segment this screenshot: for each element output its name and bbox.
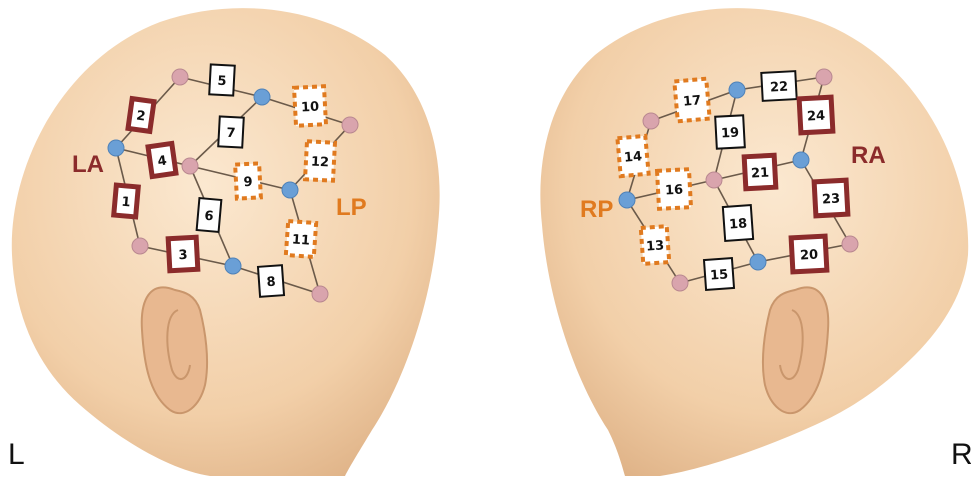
channel-box: 14 (617, 136, 648, 176)
channel-box: 4 (148, 143, 176, 176)
channel-number: 17 (682, 93, 701, 110)
channel-number: 1 (121, 195, 131, 211)
channel-box: 2 (128, 99, 154, 132)
channel-number: 14 (623, 149, 642, 166)
source-optode (342, 117, 358, 133)
detector-optode (282, 182, 298, 198)
detector-optode (729, 82, 745, 98)
detector-optode (225, 258, 241, 274)
channel-number: 12 (310, 155, 329, 171)
channel-box: 1 (114, 185, 139, 217)
source-optode (312, 286, 328, 302)
channel-number: 8 (266, 275, 276, 291)
channel-box: 12 (305, 141, 335, 180)
channel-number: 6 (204, 209, 214, 225)
source-optode (132, 238, 148, 254)
channel-box: 16 (657, 169, 691, 209)
right-hemisphere-marker: R (951, 438, 971, 472)
channel-box: 24 (799, 97, 833, 133)
channel-box: 3 (168, 237, 198, 270)
source-optode (643, 113, 659, 129)
channel-box: 17 (674, 79, 709, 122)
channel-number: 10 (301, 100, 320, 116)
source-optode (842, 236, 858, 252)
channel-number: 11 (291, 232, 310, 248)
detector-optode (793, 152, 809, 168)
channel-box: 21 (744, 155, 776, 189)
detector-optode (108, 140, 124, 156)
channel-number: 21 (751, 166, 770, 182)
source-optode (672, 275, 688, 291)
channel-box: 20 (791, 236, 827, 272)
source-optode (816, 69, 832, 85)
left-head: 1 2 3 4 5 (12, 8, 440, 476)
channel-number: 3 (178, 248, 188, 263)
region-label-la: LA (72, 151, 104, 178)
channel-box: 11 (286, 221, 316, 257)
left-hemisphere-marker: L (8, 438, 25, 472)
region-label-rp: RP (580, 196, 613, 223)
channel-box: 10 (294, 86, 326, 126)
channel-number: 9 (243, 175, 253, 190)
channel-box: 13 (641, 226, 669, 264)
channel-box: 7 (218, 116, 244, 147)
channel-box: 23 (814, 180, 848, 216)
detector-optode (619, 192, 635, 208)
channel-box: 9 (235, 163, 261, 198)
channel-number: 13 (646, 238, 665, 254)
channel-number: 23 (822, 192, 841, 208)
channel-box: 22 (761, 71, 796, 101)
channel-number: 16 (665, 183, 684, 199)
channel-box: 8 (258, 265, 284, 297)
channel-number: 18 (729, 216, 748, 232)
right-head-silhouette (540, 8, 968, 476)
channel-number: 19 (721, 126, 740, 142)
channel-number: 24 (807, 109, 826, 125)
channel-number: 20 (800, 248, 819, 264)
channel-box: 19 (715, 115, 745, 148)
source-optode (706, 172, 722, 188)
detector-optode (750, 254, 766, 270)
channel-box: 6 (197, 198, 222, 232)
detector-optode (254, 89, 270, 105)
source-optode (182, 158, 198, 174)
region-label-lp: LP (336, 194, 367, 221)
channel-number: 7 (226, 126, 236, 141)
channel-box: 15 (704, 258, 734, 290)
region-label-ra: RA (851, 142, 886, 169)
channel-number: 5 (217, 74, 227, 89)
channel-box: 5 (209, 64, 235, 95)
channel-number: 22 (770, 80, 789, 96)
channel-box: 18 (723, 205, 753, 241)
channel-number: 15 (710, 267, 729, 283)
source-optode (172, 69, 188, 85)
right-head: 13 14 15 16 17 (540, 8, 968, 476)
